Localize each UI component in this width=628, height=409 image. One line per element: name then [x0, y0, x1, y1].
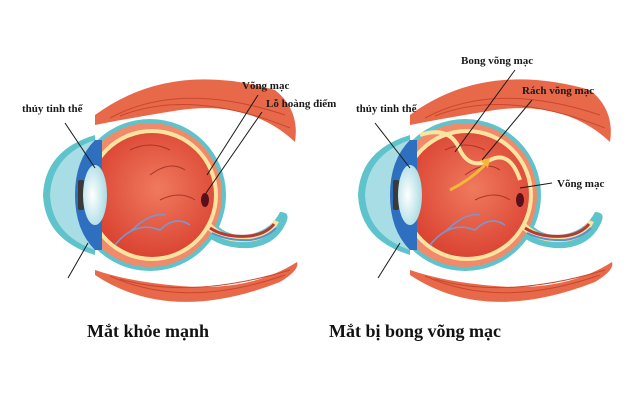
caption-healthy-eye: Mắt khỏe mạnh: [87, 321, 210, 341]
detached-retina-fold: [419, 130, 522, 181]
pointer-bottom-left: [67, 242, 89, 279]
pointer-lens-left: [64, 122, 96, 169]
label-tear: Rách võng mạc: [522, 85, 595, 97]
label-retina-detached: Võng mạc: [557, 178, 605, 190]
label-lens-healthy: thủy tinh thể: [22, 103, 83, 115]
tear-arrowhead-icon: [480, 158, 490, 168]
pointer-detachment: [454, 69, 516, 153]
label-detachment: Bong võng mạc: [461, 55, 534, 67]
pointer-lens-right: [374, 122, 411, 169]
label-macula-healthy: Lỗ hoàng điểm: [266, 98, 337, 110]
pointer-tear: [481, 99, 533, 161]
label-retina-healthy: Võng mạc: [242, 80, 290, 92]
pointer-macula-left: [205, 111, 263, 194]
pointer-bottom-right: [377, 242, 401, 279]
caption-detached-eye: Mắt bị bong võng mạc: [329, 321, 502, 341]
label-lens-detached: thủy tinh thể: [356, 103, 417, 115]
pointer-retina-right: [519, 182, 553, 189]
pointer-retina-left: [206, 94, 259, 176]
tear-arrow-icon: [449, 163, 487, 192]
